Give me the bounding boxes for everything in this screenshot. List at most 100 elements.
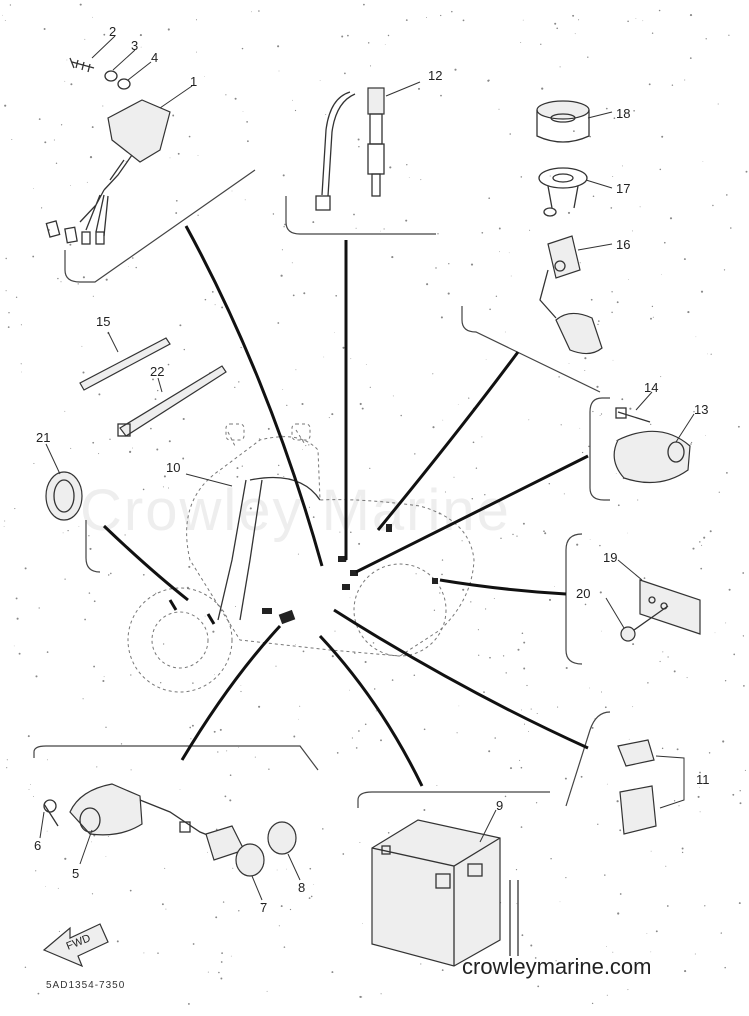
speckle-dot	[236, 467, 239, 470]
speckle-dot	[523, 723, 526, 725]
speckle-dot	[312, 516, 315, 518]
speckle-dot	[650, 317, 652, 320]
group-starter: 6 5 7 8	[33, 745, 319, 915]
speckle-dot	[293, 735, 296, 738]
speckle-dot	[120, 743, 123, 745]
speckle-dot	[363, 3, 365, 6]
speckle-dot	[24, 966, 27, 969]
speckle-dot	[37, 992, 40, 995]
speckle-dot	[512, 533, 514, 536]
speckle-dot	[92, 16, 93, 18]
bolt-icon	[43, 803, 59, 827]
speckle-dot	[720, 932, 722, 934]
speckle-dot	[559, 901, 561, 903]
speckle-dot	[523, 667, 526, 670]
speckle-dot	[689, 57, 692, 59]
speckle-dot	[705, 38, 707, 40]
speckle-dot	[600, 691, 603, 693]
speckle-dot	[536, 712, 538, 715]
speckle-dot	[9, 4, 12, 6]
speckle-dot	[278, 464, 280, 467]
speckle-dot	[78, 526, 80, 528]
callout-6: 6	[34, 838, 41, 853]
speckle-dot	[565, 877, 567, 879]
speckle-dot	[730, 227, 732, 229]
speckle-dot	[96, 766, 98, 768]
speckle-dot	[189, 726, 192, 729]
connector-icon	[95, 231, 105, 245]
speckle-dot	[70, 185, 71, 186]
speckle-dot	[28, 788, 30, 790]
speckle-dot	[637, 499, 639, 501]
speckle-dot	[308, 444, 310, 446]
speckle-dot	[4, 104, 7, 107]
speckle-dot	[280, 274, 283, 277]
speckle-dot	[589, 135, 591, 138]
speckle-dot	[689, 14, 693, 17]
callout-2: 2	[109, 24, 116, 39]
speckle-dot	[93, 665, 96, 668]
speckle-dot	[478, 654, 480, 656]
speckle-dot	[229, 774, 232, 776]
speckle-dot	[718, 491, 720, 493]
speckle-dot	[258, 705, 261, 708]
speckle-dot	[278, 70, 280, 72]
speckle-dot	[240, 346, 242, 349]
speckle-dot	[187, 1002, 190, 1005]
speckle-dot	[520, 709, 522, 711]
speckle-dot	[417, 87, 421, 90]
speckle-dot	[526, 684, 528, 687]
speckle-dot	[441, 559, 444, 561]
speckle-dot	[400, 414, 402, 417]
speckle-dot	[30, 784, 31, 785]
speckle-dot	[375, 710, 377, 712]
speckle-dot	[16, 617, 19, 620]
speckle-dot	[591, 1002, 594, 1005]
callout-3: 3	[131, 38, 138, 53]
speckle-dot	[218, 971, 220, 974]
speckle-dot	[589, 539, 591, 540]
speckle-dot	[335, 294, 338, 297]
speckle-dot	[587, 56, 589, 58]
speckle-dot	[706, 353, 708, 355]
speckle-dot	[46, 651, 49, 653]
group-leader-lines	[102, 225, 589, 787]
speckle-dot	[520, 766, 523, 769]
speckle-dot	[299, 705, 301, 707]
speckle-dot	[488, 197, 491, 200]
speckle-dot	[483, 691, 485, 693]
speckle-dot	[238, 746, 239, 748]
speckle-dot	[541, 87, 544, 90]
speckle-dot	[628, 279, 630, 280]
speckle-dot	[353, 213, 355, 216]
speckle-dot	[295, 644, 296, 645]
speckle-dot	[613, 117, 616, 120]
speckle-dot	[331, 413, 334, 416]
speckle-dot	[661, 747, 664, 750]
speckle-dot	[714, 632, 716, 634]
speckle-dot	[238, 381, 240, 383]
speckle-dot	[14, 508, 16, 510]
speckle-dot	[471, 497, 474, 500]
speckle-dot	[162, 486, 164, 488]
speckle-dot	[744, 769, 746, 771]
speckle-dot	[489, 308, 491, 311]
watermark-text: Crowley Marine	[80, 478, 511, 543]
speckle-dot	[678, 805, 680, 807]
speckle-dot	[64, 410, 66, 412]
speckle-dot	[408, 177, 410, 178]
speckle-dot	[103, 33, 106, 36]
speckle-dot	[633, 109, 635, 112]
speckle-dot	[557, 706, 559, 708]
speckle-dot	[616, 440, 617, 441]
speckle-dot	[627, 20, 629, 23]
speckle-dot	[662, 651, 664, 653]
speckle-dot	[222, 901, 225, 903]
speckle-dot	[295, 369, 297, 371]
speckle-dot	[365, 364, 367, 365]
speckle-dot	[192, 943, 195, 945]
speckle-dot	[426, 283, 429, 286]
speckle-dot	[619, 829, 622, 832]
speckle-dot	[132, 447, 134, 449]
speckle-dot	[44, 141, 47, 144]
